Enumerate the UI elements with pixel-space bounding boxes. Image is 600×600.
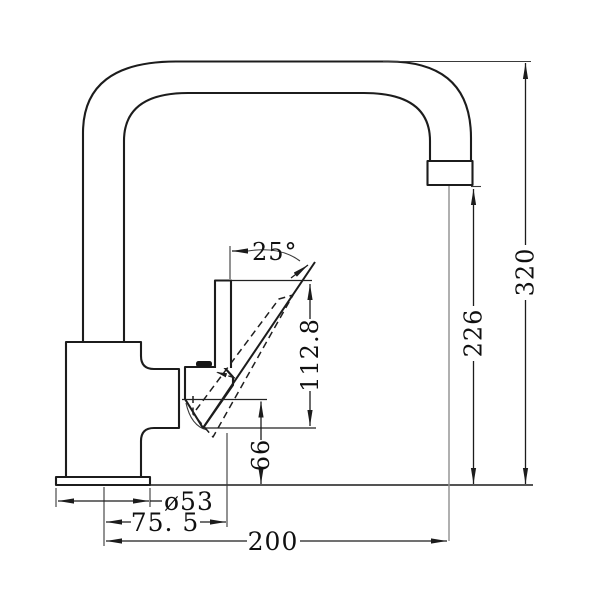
dim-body-height: 66 (247, 401, 275, 484)
handle-angle-line (202, 261, 316, 429)
spout-outer-line (81, 60, 473, 342)
handle-lever-dashed (192, 294, 294, 438)
faucet-outline (54, 60, 533, 487)
dim-label-226: 226 (460, 309, 488, 358)
dim-label-75: 75. 5 (131, 508, 200, 537)
dim-spout-reach: 200 (106, 527, 447, 556)
spout-aerator (426, 159, 474, 187)
dim-label-320: 320 (512, 248, 540, 297)
dim-base-diameter: ø53 (58, 487, 214, 516)
dim-handle-angle: 25° (232, 238, 309, 279)
dim-handle-length: 112.8 (296, 284, 324, 426)
faucet-body (64, 340, 181, 479)
base-flange (54, 475, 152, 487)
handle-hidden-edge (215, 371, 236, 379)
dim-angle-arrow-right (290, 264, 309, 279)
valve-cap (196, 361, 212, 367)
dim-label-66: 66 (247, 439, 275, 472)
dim-label-53: ø53 (164, 487, 214, 516)
dim-label-200: 200 (248, 527, 299, 556)
handle-rotation-arc (185, 402, 208, 431)
dim-handle-reach: 75. 5 (106, 508, 226, 537)
handle-lever-vertical (213, 279, 233, 368)
dim-overall-height: 320 (512, 63, 540, 484)
extension-lines (55, 60, 531, 546)
dim-outlet-height: 226 (460, 189, 488, 484)
spout-inner-line (122, 91, 432, 342)
handle-lever-dashed-outline (192, 294, 294, 438)
dim-angle-arc (247, 249, 301, 262)
dim-label-angle: 25° (252, 238, 298, 266)
dim-label-112: 112.8 (296, 318, 324, 392)
